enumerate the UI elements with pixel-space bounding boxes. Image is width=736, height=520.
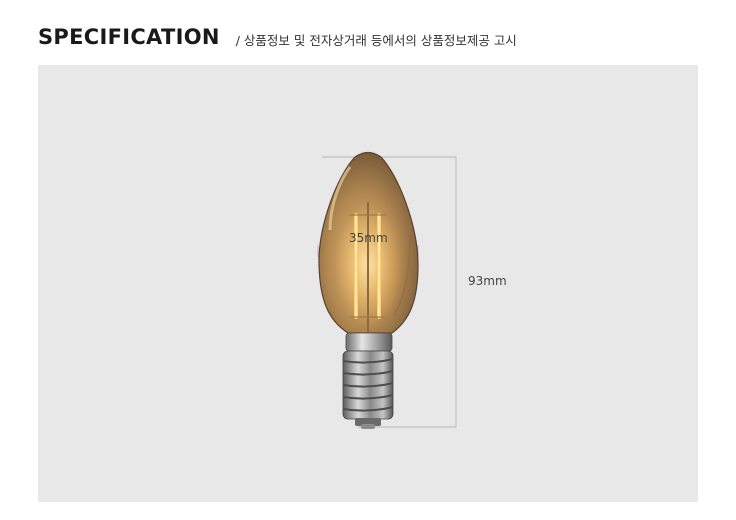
spec-title: SPECIFICATION	[38, 25, 220, 49]
dimension-height-label: 93mm	[468, 274, 507, 288]
candle-filament-bulb-image	[317, 151, 457, 429]
dimension-width-label: 35mm	[349, 231, 388, 245]
bulb-screw-base	[342, 350, 394, 429]
bulb-neck	[345, 332, 393, 352]
spec-subtitle: / 상품정보 및 전자상거래 등에서의 상품정보제공 고시	[235, 32, 517, 48]
filaments	[349, 202, 387, 336]
product-image-panel: 35mm 93mm	[38, 65, 698, 502]
spec-header: SPECIFICATION / 상품정보 및 전자상거래 등에서의 상품정보제공…	[38, 22, 517, 52]
